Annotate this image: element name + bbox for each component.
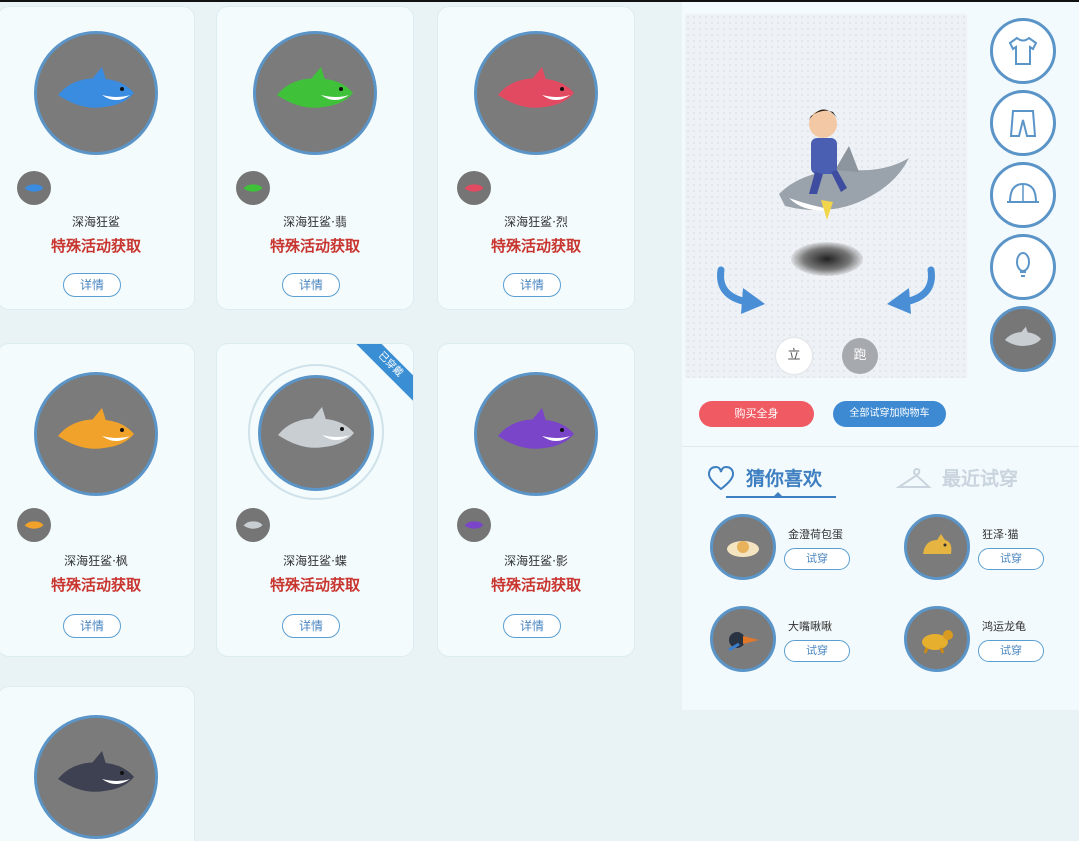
detail-button[interactable]: 详情 — [282, 273, 340, 297]
shark-mount-icon — [474, 372, 598, 496]
shark-mount-icon — [34, 715, 158, 839]
shark-mount-icon — [474, 31, 598, 155]
rotate-right-icon[interactable] — [881, 266, 939, 316]
item-name: 深海狂鲨·枫 — [64, 554, 128, 568]
item-card[interactable]: 深海狂鲨·枫 特殊活动获取 详情 — [0, 343, 195, 657]
item-name: 深海狂鲨 — [71, 215, 120, 229]
try-on-button[interactable]: 试穿 — [784, 640, 850, 662]
item-name: 深海狂鲨·蝶 — [283, 554, 347, 568]
recommendation-name: 大嘴啾啾 — [788, 620, 832, 633]
stand-pose-button[interactable]: 立 — [776, 338, 812, 374]
recommendation-name: 鸿运龙龟 — [982, 620, 1026, 633]
accessory-slot[interactable] — [990, 234, 1056, 300]
color-swatch-icon — [17, 508, 51, 542]
item-card[interactable]: 已穿戴 深海狂鲨·蝶 特殊活动获取 详情 — [216, 343, 414, 657]
mount-icon — [1004, 326, 1042, 347]
try-on-button[interactable]: 试穿 — [784, 548, 850, 570]
hanger-icon — [896, 467, 932, 488]
try-on-panel: 立 跑 购买全身 全部试穿加购物车 猜你喜欢 最近试穿 金澄荷包蛋 试穿 狂泽·… — [682, 2, 1079, 710]
color-swatch-icon — [17, 171, 51, 205]
selected-ring — [248, 364, 384, 500]
hat-icon — [1007, 182, 1039, 203]
try-on-button[interactable]: 试穿 — [978, 640, 1044, 662]
item-card[interactable]: 深海狂鲨·影 特殊活动获取 详情 — [437, 343, 635, 657]
color-swatch-icon — [236, 171, 270, 205]
character-preview[interactable]: 立 跑 — [685, 14, 967, 378]
detail-button[interactable]: 详情 — [282, 614, 340, 638]
run-pose-button[interactable]: 跑 — [842, 338, 878, 374]
shark-mount-icon — [258, 375, 374, 491]
item-source: 特殊活动获取 — [50, 237, 141, 255]
detail-button[interactable]: 详情 — [63, 614, 121, 638]
item-card[interactable]: 深海狂鲨·烈 特殊活动获取 详情 — [437, 6, 635, 310]
pants-icon — [1009, 110, 1037, 137]
item-source: 特殊活动获取 — [490, 237, 581, 255]
shark-mount-icon — [34, 372, 158, 496]
clothes-icon — [1008, 36, 1038, 65]
divider — [682, 446, 1079, 447]
item-name: 深海狂鲨·翡 — [283, 215, 347, 229]
item-grid: 深海狂鲨 特殊活动获取 详情 深海狂鲨·翡 特殊活动获取 详情 深海狂鲨·烈 特… — [0, 2, 660, 841]
dragon-turtle-icon — [904, 606, 970, 672]
hat-slot[interactable] — [990, 162, 1056, 228]
shark-mount-icon — [253, 31, 377, 155]
detail-button[interactable]: 详情 — [503, 273, 561, 297]
active-tab-caret — [774, 492, 782, 496]
ground-shadow — [791, 242, 863, 276]
color-swatch-icon — [236, 508, 270, 542]
tab-label: 猜你喜欢 — [746, 468, 823, 490]
item-name: 深海狂鲨·影 — [504, 554, 568, 568]
clothes-slot[interactable] — [990, 18, 1056, 84]
item-card[interactable] — [0, 686, 195, 841]
item-source: 特殊活动获取 — [50, 576, 141, 594]
recommendation-item: 鸿运龙龟 试穿 — [904, 606, 1064, 676]
item-source: 特殊活动获取 — [269, 237, 360, 255]
buy-all-button[interactable]: 购买全身 — [699, 401, 814, 427]
recommendation-item: 金澄荷包蛋 试穿 — [710, 514, 870, 584]
fried-egg-icon — [710, 514, 776, 580]
recommendation-item: 狂泽·猫 试穿 — [904, 514, 1064, 584]
recommendation-name: 狂泽·猫 — [982, 528, 1019, 541]
detail-button[interactable]: 详情 — [63, 273, 121, 297]
tab-guess-you-like[interactable]: 猜你喜欢 — [706, 464, 822, 491]
item-card[interactable]: 深海狂鲨 特殊活动获取 详情 — [0, 6, 195, 310]
item-name: 深海狂鲨·烈 — [504, 215, 568, 229]
color-swatch-icon — [457, 508, 491, 542]
active-tab-indicator — [726, 496, 836, 498]
add-all-to-cart-button[interactable]: 全部试穿加购物车 — [833, 401, 946, 427]
item-card[interactable]: 深海狂鲨·翡 特殊活动获取 详情 — [216, 6, 414, 310]
toucan-icon — [710, 606, 776, 672]
item-source: 特殊活动获取 — [490, 576, 581, 594]
detail-button[interactable]: 详情 — [503, 614, 561, 638]
heart-icon — [707, 465, 735, 490]
pants-slot[interactable] — [990, 90, 1056, 156]
accessory-icon — [1016, 252, 1030, 277]
mount-slot[interactable] — [990, 306, 1056, 372]
character-riding-shark-icon — [779, 109, 909, 220]
recommendation-item: 大嘴啾啾 试穿 — [710, 606, 870, 676]
item-source: 特殊活动获取 — [269, 576, 360, 594]
rotate-left-icon[interactable] — [713, 266, 771, 316]
tab-label: 最近试穿 — [942, 468, 1019, 490]
recommendation-name: 金澄荷包蛋 — [788, 528, 843, 541]
cat-mount-icon — [904, 514, 970, 580]
shark-mount-icon — [34, 31, 158, 155]
try-on-button[interactable]: 试穿 — [978, 548, 1044, 570]
color-swatch-icon — [457, 171, 491, 205]
tab-recent-tryon[interactable]: 最近试穿 — [896, 464, 1018, 491]
